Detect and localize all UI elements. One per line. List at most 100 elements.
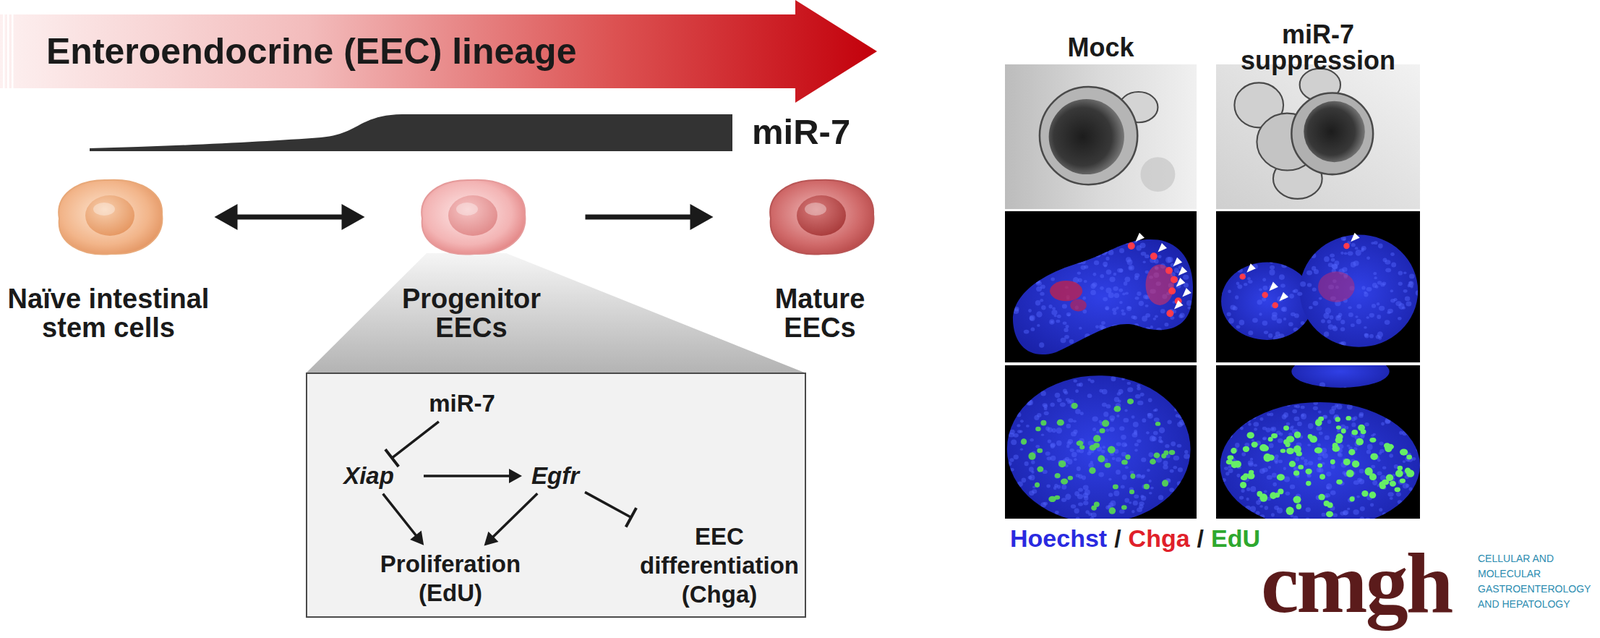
nucleus-dot (1070, 431, 1077, 437)
nucleus-dot (1084, 333, 1090, 339)
nucleus-dot (1307, 460, 1313, 465)
nucleus-dot (1164, 443, 1170, 448)
nucleus-dot (1406, 454, 1413, 460)
nucleus-dot (1323, 312, 1329, 319)
nucleus-dot (1116, 441, 1122, 447)
nucleus-dot (1227, 289, 1232, 294)
nucleus-dot (1268, 268, 1275, 275)
nucleus-dot (1096, 430, 1099, 434)
nucleus-dot (1192, 296, 1197, 300)
nucleus-dot (1044, 261, 1047, 266)
nucleus-dot (1224, 263, 1229, 268)
nucleus-dot (1349, 495, 1355, 502)
nucleus-dot (1327, 419, 1332, 424)
stain-label: / (1197, 523, 1204, 553)
nucleus-dot (1182, 274, 1189, 280)
nucleus-dot (1115, 469, 1121, 475)
nucleus-dot (1108, 492, 1113, 497)
nucleus-dot (1057, 419, 1065, 426)
nucleus-dot (1405, 300, 1412, 306)
nucleus-dot (1135, 351, 1141, 356)
nucleus-dot (1262, 320, 1269, 326)
cell-body (421, 180, 525, 255)
nucleus-dot (1086, 345, 1092, 350)
nucleus-dot (1247, 422, 1251, 426)
nucleus-dot (1036, 448, 1043, 453)
nucleus-dot (1231, 426, 1236, 430)
nucleus-dot (1332, 326, 1338, 332)
nucleus-dot (1060, 477, 1068, 484)
nucleus-dot (1090, 251, 1095, 256)
nucleus-dot (1342, 396, 1349, 402)
nucleus-dot (1294, 313, 1300, 318)
nucleus-dot (1394, 486, 1401, 492)
chga-spot (1127, 242, 1136, 250)
edu-image (1216, 354, 1421, 531)
nucleus-dot (1028, 451, 1036, 460)
nucleus-dot (1147, 412, 1154, 419)
nucleus-dot (1278, 231, 1285, 238)
nucleus-dot (1318, 409, 1322, 413)
nucleus-dot (1153, 430, 1159, 436)
nucleus-dot (1054, 314, 1058, 317)
nucleus-dot (1307, 422, 1314, 429)
nucleus-dot (1173, 455, 1180, 461)
nucleus-dot (1305, 517, 1310, 522)
nucleus-dot (1310, 232, 1316, 238)
nucleus-dot (1145, 313, 1151, 318)
nucleus-dot (1132, 315, 1138, 320)
nucleus-dot (1347, 305, 1352, 309)
nucleus-dot (1076, 448, 1081, 453)
nucleus-dot (1292, 409, 1298, 414)
nucleus-dot (1250, 485, 1256, 492)
nucleus-dot (1123, 344, 1128, 348)
nucleus-dot (1397, 316, 1402, 321)
nucleus-dot (1111, 235, 1117, 241)
nucleus-dot (1315, 238, 1321, 243)
nucleus-dot (1183, 453, 1190, 459)
nucleus-dot (1067, 313, 1071, 316)
nucleus-dot (1038, 253, 1045, 259)
nucleus-dot (1318, 431, 1324, 436)
nucleus-dot (1259, 504, 1264, 508)
nucleus-dot (1129, 489, 1135, 494)
nucleus-dot (1075, 388, 1079, 393)
nucleus-dot (1370, 502, 1374, 507)
nucleus-dot (1286, 435, 1295, 443)
nucleus-dot (1040, 420, 1047, 426)
nucleus-dot (1247, 472, 1256, 479)
nucleus-dot (1102, 261, 1108, 267)
nucleus-dot (1236, 281, 1240, 286)
nucleus-dot (1395, 469, 1404, 478)
nucleus-dot (1312, 300, 1319, 306)
nucleus-dot (1292, 339, 1298, 344)
nucleus-dot (1306, 527, 1310, 530)
nucleus-dot (1292, 495, 1301, 503)
nucleus-dot (1289, 460, 1296, 468)
nucleus-dot (1039, 261, 1044, 265)
nucleus-dot (1108, 477, 1112, 481)
nucleus-dot (1360, 434, 1366, 439)
nucleus-dot (1270, 426, 1277, 432)
nucleus-dot (1236, 325, 1241, 329)
nucleus-dot (1158, 435, 1162, 439)
nucleus-dot (1303, 523, 1308, 528)
nucleus-dot (1356, 495, 1360, 499)
nucleus-dot (1172, 465, 1178, 469)
illustration-part (1070, 298, 1087, 311)
nucleus-dot (1284, 394, 1290, 399)
nucleus-dot (1329, 387, 1335, 393)
nucleus-dot (1090, 516, 1094, 520)
nucleus-dot (1088, 251, 1092, 256)
journal-name: CELLULAR AND MOLECULAR GASTROENTEROLOGY … (1477, 550, 1595, 612)
nucleus-dot (1365, 315, 1370, 319)
nucleus-dot (1241, 451, 1246, 456)
nucleus-dot (1050, 277, 1055, 282)
chga-spot (1166, 309, 1174, 317)
cell-node: Naïve intestinal stem cells (7, 173, 211, 342)
nucleus-dot (1148, 491, 1153, 494)
nucleus-dot (1299, 281, 1306, 288)
nucleus-dot (1009, 457, 1014, 462)
nucleus-dot (1083, 264, 1089, 269)
nucleus-dot (1294, 430, 1302, 438)
